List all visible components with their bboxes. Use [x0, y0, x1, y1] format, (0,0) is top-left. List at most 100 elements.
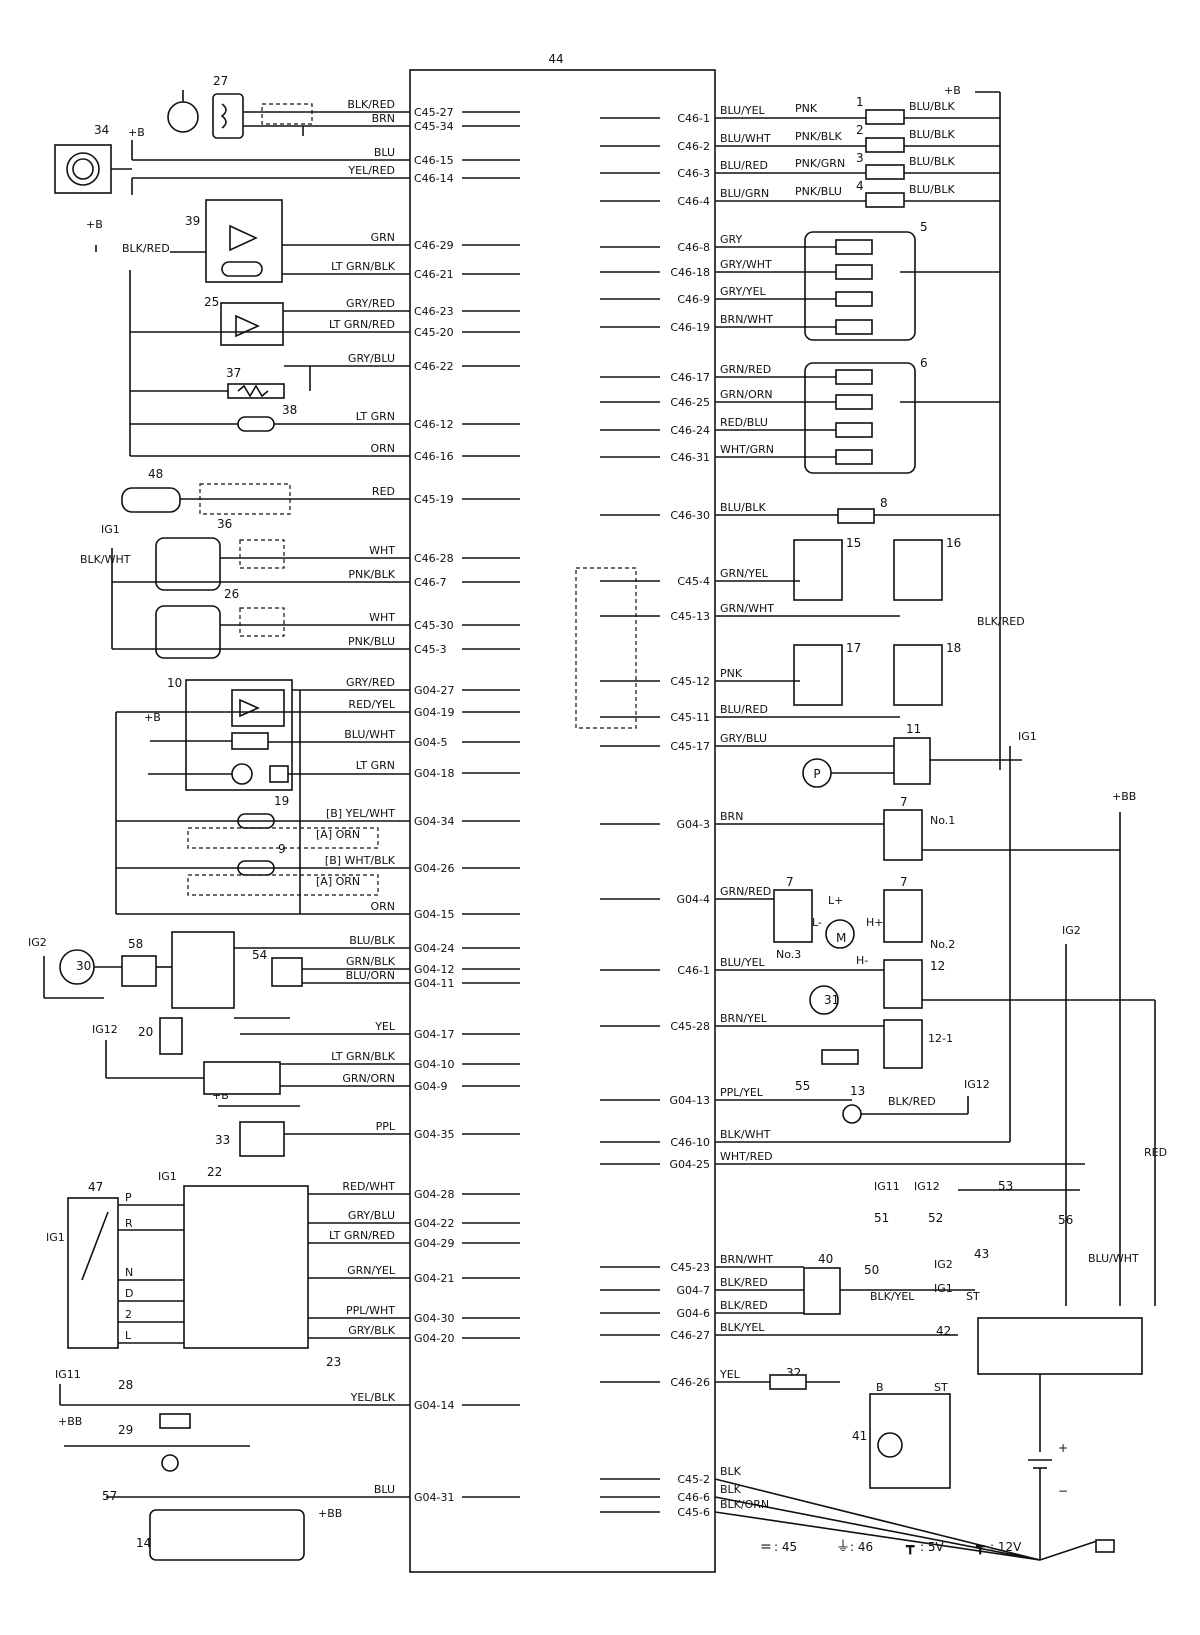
right-pin-label: C46-26 [670, 1376, 710, 1389]
right-pin-label: C45-6 [677, 1506, 710, 1519]
component-label: [A] ORN [316, 828, 360, 841]
right-wire-color-label: GRY [720, 233, 742, 246]
right-pin-label: C46-18 [670, 266, 710, 279]
right-pin-label: C46-30 [670, 509, 710, 522]
left-pin-label: G04-29 [414, 1237, 455, 1250]
right-wire-color-label: BRN/WHT [720, 313, 773, 326]
ecm-number: 44 [548, 52, 563, 66]
sensor-26-box [155, 605, 221, 659]
component-label: IG2 [934, 1258, 953, 1271]
component-label: PNK/GRN [795, 157, 845, 170]
left-wire-group: BLK/REDC45-27BRNC45-34BLUC46-15YEL/REDC4… [325, 98, 520, 1504]
right-wire-color-label: BLU/WHT [720, 132, 771, 145]
component-label: H+ [866, 916, 884, 929]
left-wire-color-label: BLU [374, 146, 395, 159]
component-label: BLK/RED [977, 615, 1025, 628]
left-wire-color-label: RED [372, 485, 395, 498]
component-label: 7 [900, 875, 908, 889]
component-label: +BB [1112, 790, 1136, 803]
left-wire-color-label: BRN [372, 112, 395, 125]
legend-label: : 12V [990, 1540, 1022, 1554]
component-labels: 2734+B39+BBLK/RED2537384836IG1BLK/WHT261… [28, 74, 1167, 1550]
right-pin-label: C45-28 [670, 1020, 710, 1033]
left-pin-label: G04-30 [414, 1312, 455, 1325]
sensor-36-box [155, 537, 221, 591]
left-pin-label: G04-21 [414, 1272, 455, 1285]
component-label: 5 [920, 220, 928, 234]
component-label: BLK/RED [122, 242, 170, 255]
relay-group-5 [804, 231, 916, 341]
right-pin-label: C45-12 [670, 675, 710, 688]
left-wire-color-label: GRY/RED [346, 297, 395, 310]
component-label: 14 [136, 1536, 151, 1550]
left-wire-color-label: [B] WHT/BLK [325, 854, 396, 867]
left-pin-label: G04-12 [414, 963, 455, 976]
left-wire-color-label: [B] YEL/WHT [326, 807, 395, 820]
component-label: ST [966, 1290, 980, 1303]
component-label: 36 [217, 517, 232, 531]
right-pin-label: C46-4 [677, 195, 710, 208]
component-label: PNK [795, 102, 818, 115]
component-label: IG12 [92, 1023, 118, 1036]
left-pin-label: C45-30 [414, 619, 454, 632]
component-label: 28 [118, 1378, 133, 1392]
component-label: 20 [138, 1025, 153, 1039]
component-label: IG2 [1062, 924, 1081, 937]
left-wire-color-label: LT GRN [356, 759, 395, 772]
component-label: IG11 [874, 1180, 900, 1193]
right-pin-label: C46-27 [670, 1329, 710, 1342]
component-label: BLU/BLK [909, 128, 956, 141]
switch-47-box [67, 1197, 119, 1349]
component-label: +B [128, 126, 145, 139]
component-label: 57 [102, 1489, 117, 1503]
right-pin-label: C46-3 [677, 167, 710, 180]
component-label: No.1 [930, 814, 955, 827]
component-label: 12-1 [928, 1032, 953, 1045]
dlc-14-connector [149, 1509, 305, 1561]
legend-symbol: ┳ [905, 1539, 915, 1555]
component-label: R [125, 1217, 133, 1230]
left-pin-label: C46-14 [414, 172, 454, 185]
right-wire-color-label: RED/BLU [720, 416, 768, 429]
component-label: − [1058, 1484, 1068, 1498]
component-label: IG12 [964, 1078, 990, 1091]
right-wire-color-label: GRN/RED [720, 885, 771, 898]
component-label: 26 [224, 587, 239, 601]
component-label: BLK/YEL [870, 1290, 915, 1303]
left-pin-label: C46-7 [414, 576, 447, 589]
component-label: 58 [128, 937, 143, 951]
component-label: + [1058, 1441, 1068, 1455]
left-wire-color-label: PNK/BLK [348, 568, 395, 581]
component-label: BLU/WHT [1088, 1252, 1139, 1265]
component-label: 53 [998, 1179, 1013, 1193]
component-label: 17 [846, 641, 861, 655]
component-label: 52 [928, 1211, 943, 1225]
left-wire-color-label: GRN [371, 231, 395, 244]
right-pin-label: G04-6 [677, 1307, 711, 1320]
right-pin-label: C45-17 [670, 740, 710, 753]
relay-group-6 [804, 362, 916, 474]
component-label: 40 [818, 1252, 833, 1266]
component-label: No.3 [776, 948, 801, 961]
left-pin-label: G04-9 [414, 1080, 448, 1093]
right-wire-color-label: GRN/YEL [720, 567, 769, 580]
component-label: 6 [920, 356, 928, 370]
component-label: IG1 [101, 523, 120, 536]
right-wire-color-label: BLU/RED [720, 703, 768, 716]
right-wire-color-label: BLU/BLK [720, 501, 767, 514]
component-label: M [836, 931, 846, 945]
component-label: +B [144, 711, 161, 724]
left-pin-label: G04-34 [414, 815, 455, 828]
left-wire-color-label: GRY/BLU [348, 1209, 395, 1222]
left-wire-color-label: BLU [374, 1483, 395, 1496]
right-wire-color-label: GRY/BLU [720, 732, 767, 745]
left-wire-color-label: GRY/RED [346, 676, 395, 689]
right-wire-color-label: BLK [720, 1465, 742, 1478]
component-label: 25 [204, 295, 219, 309]
legend-symbol: ┳ [975, 1539, 985, 1555]
component-label: 22 [207, 1165, 222, 1179]
component-label: 42 [936, 1324, 951, 1338]
component-label: 41 [852, 1429, 867, 1443]
component-label: IG11 [55, 1368, 81, 1381]
